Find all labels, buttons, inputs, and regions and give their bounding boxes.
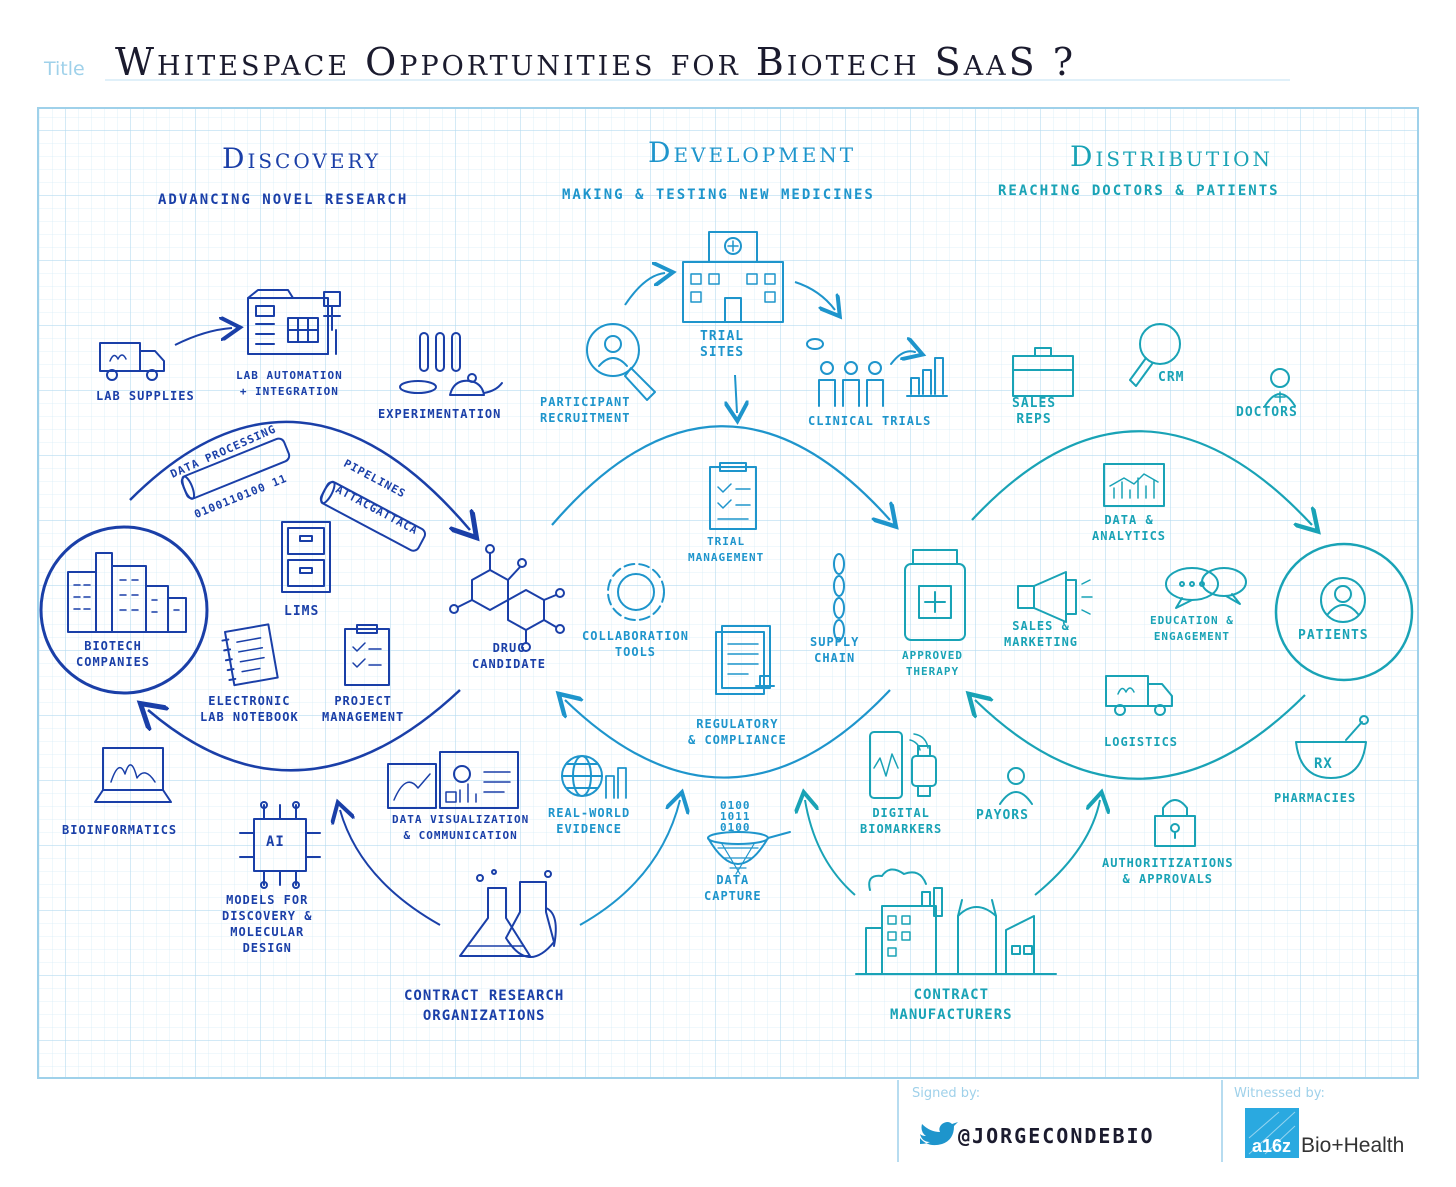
label-digital-biomarkers: DigitalBiomarkers — [860, 806, 943, 836]
signed-by-label: Signed by: — [912, 1086, 981, 1101]
laptop-chart-icon — [94, 747, 172, 803]
ai-chip-icon — [239, 801, 321, 889]
label-authorizations-approvals: Authoritizations& Approvals — [1102, 856, 1234, 886]
org-name: Bio+Health — [1301, 1134, 1405, 1157]
stage-title-distribution: Distribution — [1070, 140, 1274, 173]
logistics-truck-icon — [1105, 675, 1173, 716]
flasks-icon — [459, 869, 557, 959]
factory-icon — [855, 868, 1057, 975]
truck-icon — [99, 342, 165, 381]
discovery-cycle — [129, 420, 470, 772]
label-electronic-lab-notebook: ElectronicLab Notebook — [200, 694, 299, 724]
label-payors: Payors — [976, 808, 1029, 823]
grid-sheet — [37, 107, 1419, 1079]
label-logistics: Logistics — [1104, 735, 1179, 749]
molecule-icon — [449, 544, 565, 652]
patient-avatar-icon — [1274, 542, 1414, 682]
label-contract-research-organizations: Contract ResearchOrganizations — [404, 988, 565, 1024]
label-biotech-companies: BiotechCompanies — [76, 639, 151, 669]
label-regulatory-compliance: Regulatory& Compliance — [688, 717, 787, 747]
label-collaboration-tools: CollaborationTools — [582, 629, 689, 659]
dashboard-icon — [387, 751, 519, 809]
label-supply-chain: SupplyChain — [810, 635, 860, 665]
label-models-molecular-design: Models forDiscovery & MolecularDesign — [222, 893, 313, 955]
biotech-buildings-icon — [39, 525, 209, 695]
lab-automation-icon — [247, 289, 341, 355]
megaphone-icon — [1017, 571, 1093, 623]
data-processing-scroll-icon — [180, 437, 291, 500]
filing-cabinet-icon — [281, 521, 331, 593]
label-lab-automation: Lab Automation+ Integration — [236, 369, 343, 398]
witnessed-by-label: Witnessed by: — [1234, 1086, 1325, 1101]
label-doctors: Doctors — [1236, 405, 1298, 420]
page-title: Whitespace Opportunities for Biotech Saa… — [115, 40, 1077, 84]
label-approved-therapy: ApprovedTherapy — [902, 649, 963, 678]
label-trial-management: TrialManagement — [688, 535, 765, 564]
net-capture-icon — [707, 831, 791, 875]
mortar-pestle-icon — [1295, 715, 1369, 779]
gear-icon — [607, 563, 665, 621]
label-lims: LIMS — [284, 604, 320, 619]
label-sales-marketing: Sales &Marketing — [1004, 619, 1079, 649]
stage-title-discovery: Discovery — [222, 142, 382, 175]
development-cycle — [551, 425, 890, 779]
pipelines-scroll-icon — [319, 480, 427, 552]
label-bioinformatics: Bioinformatics — [62, 823, 178, 837]
label-data-analytics: Data &Analytics — [1092, 513, 1167, 543]
twitter-bird-icon — [920, 1122, 958, 1146]
title-field-label: Title — [44, 58, 85, 80]
stage-title-development: Development — [648, 136, 857, 169]
phone-watch-icon — [869, 731, 937, 799]
recruitment-magnifier-icon — [586, 323, 656, 401]
clipboard-check-icon — [344, 624, 390, 686]
ai-chip-text: AI — [266, 834, 285, 850]
payor-icon — [999, 767, 1033, 805]
notebook-icon — [221, 623, 279, 687]
label-clinical-trials: Clinical Trials — [808, 414, 932, 428]
label-lab-supplies: Lab Supplies — [96, 389, 195, 403]
stage-subtitle-distribution: Reaching Doctors & Patients — [998, 183, 1280, 199]
stage-subtitle-development: Making & Testing New Medicines — [562, 187, 875, 203]
rx-symbol-text: Rx — [1314, 756, 1333, 772]
label-data-visualization: Data Visualization& Communication — [392, 813, 530, 842]
secondary-arrows — [174, 273, 1100, 926]
experimentation-icon — [399, 332, 503, 396]
a16z-logo — [1245, 1108, 1299, 1158]
stage-subtitle-discovery: Advancing Novel Research — [158, 192, 409, 208]
globe-chart-icon — [561, 755, 627, 799]
label-drug-candidate: DrugCandidate — [472, 641, 547, 671]
label-pharmacies: Pharmacies — [1274, 791, 1357, 805]
chain-icon — [833, 553, 845, 641]
label-experimentation: Experimentation — [378, 407, 502, 421]
regulatory-document-icon — [715, 625, 775, 695]
hospital-icon — [682, 231, 784, 323]
label-education-engagement: Education &Engagement — [1150, 614, 1234, 643]
label-patients: Patients — [1298, 628, 1369, 643]
signer-handle: @jorgecondebio — [958, 1124, 1155, 1148]
label-project-management: ProjectManagement — [322, 694, 405, 724]
label-real-world-evidence: Real-WorldEvidence — [548, 806, 631, 836]
crm-magnifier-icon — [1129, 323, 1181, 387]
label-trial-sites: TrialSites — [700, 329, 745, 360]
label-crm: CRM — [1158, 370, 1185, 385]
trial-clipboard-icon — [709, 462, 757, 530]
label-data-capture: DataCapture — [704, 873, 762, 903]
label-participant-recruitment: ParticipantRecruitment — [540, 395, 631, 425]
lock-icon — [1154, 799, 1196, 847]
medicine-bottle-icon — [904, 549, 966, 641]
label-sales-reps: SalesReps — [1012, 396, 1057, 427]
distribution-cycle — [972, 430, 1312, 780]
doctor-icon — [1264, 368, 1296, 407]
clinical-trials-icon — [806, 339, 948, 407]
speech-bubbles-icon — [1165, 567, 1247, 609]
briefcase-icon — [1012, 347, 1074, 397]
a16z-logo-text: a16z — [1252, 1136, 1292, 1156]
analytics-screen-icon — [1103, 463, 1165, 507]
label-contract-manufacturers: ContractManufacturers — [890, 987, 1013, 1023]
